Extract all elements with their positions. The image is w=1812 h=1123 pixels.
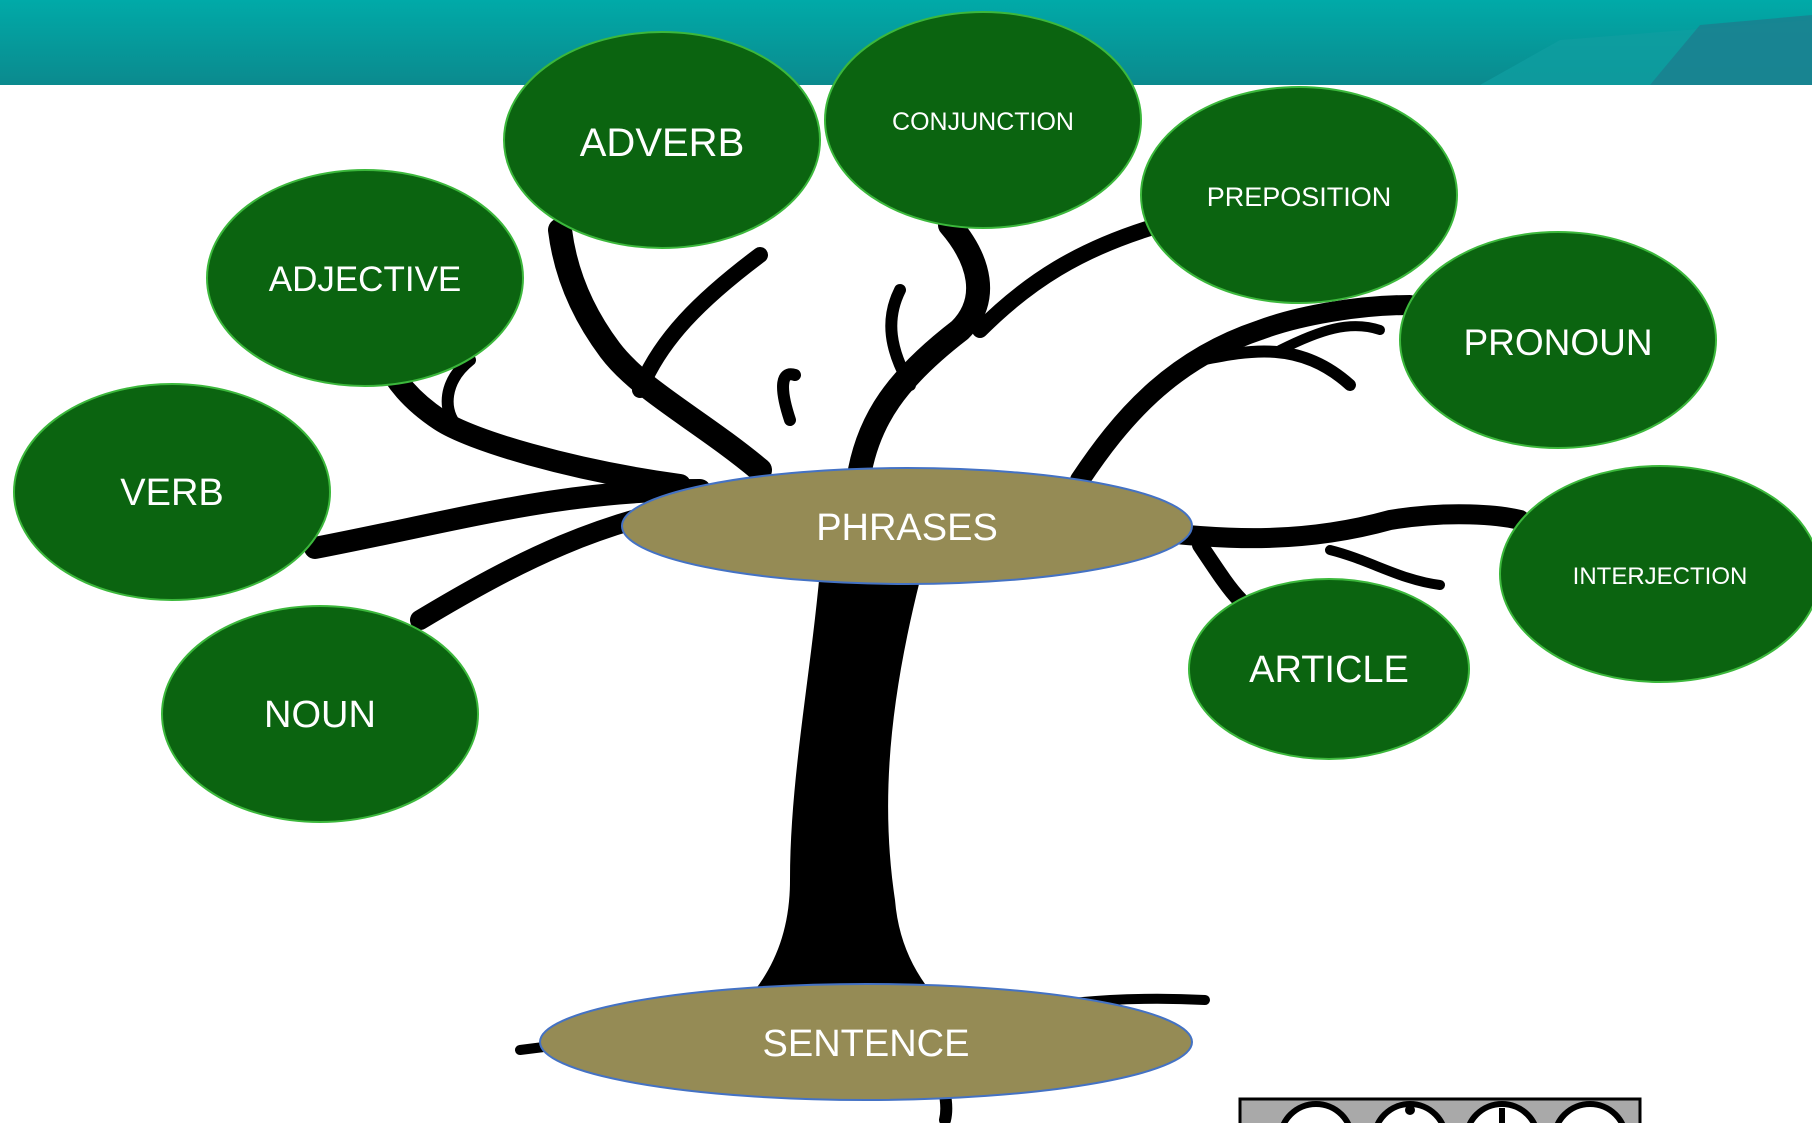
leaf-node-conjunction: CONJUNCTION [824, 11, 1142, 229]
leaf-label-preposition: PREPOSITION [1207, 182, 1392, 212]
leaf-node-adverb: ADVERB [503, 31, 821, 249]
leaf-label-interjection: INTERJECTION [1573, 563, 1748, 590]
leaf-label-article: ARTICLE [1249, 649, 1409, 691]
root-node-sentence: SENTENCE [539, 983, 1193, 1101]
leaf-node-pronoun: PRONOUN [1399, 231, 1717, 449]
leaf-label-adverb: ADVERB [580, 121, 745, 165]
leaf-label-adjective: ADJECTIVE [269, 260, 462, 299]
tree-trunk-icon [304, 213, 1530, 1123]
leaf-node-verb: VERB [13, 383, 331, 601]
leaf-node-preposition: PREPOSITION [1140, 86, 1458, 304]
hub-node-phrases: PHRASES [621, 467, 1193, 585]
leaf-label-noun: NOUN [264, 694, 376, 736]
leaf-label-conjunction: CONJUNCTION [892, 108, 1074, 136]
leaf-node-interjection: INTERJECTION [1499, 465, 1812, 683]
cc-license-badge-icon [1238, 1097, 1642, 1123]
leaf-node-adjective: ADJECTIVE [206, 169, 524, 387]
leaf-label-pronoun: PRONOUN [1463, 322, 1652, 363]
leaf-label-verb: VERB [120, 472, 223, 514]
hub-label: PHRASES [816, 507, 998, 549]
leaf-node-noun: NOUN [161, 605, 479, 823]
root-label: SENTENCE [763, 1023, 970, 1065]
leaf-node-article: ARTICLE [1188, 578, 1470, 760]
